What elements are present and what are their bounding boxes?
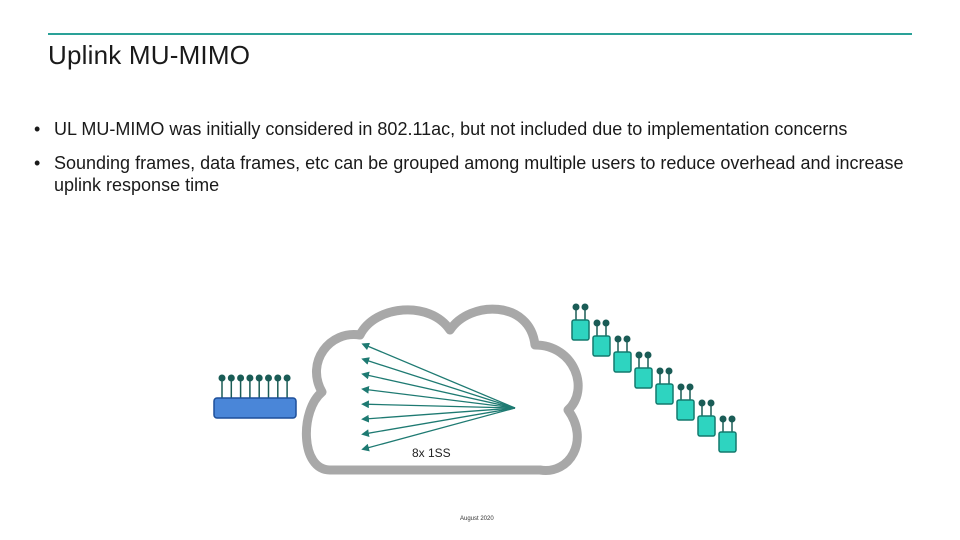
stream-arrow bbox=[361, 342, 516, 409]
slide-title: Uplink MU-MIMO bbox=[48, 40, 251, 70]
stream-count-label: 8x 1SS bbox=[412, 446, 451, 460]
footer-date: August 2020 bbox=[460, 516, 494, 522]
stream-arrows bbox=[361, 342, 516, 452]
access-point-icon bbox=[213, 374, 297, 419]
client-station-icon bbox=[655, 367, 674, 405]
ap-antenna bbox=[255, 374, 263, 398]
client-station-icon bbox=[613, 335, 632, 373]
title-underline bbox=[48, 33, 912, 35]
stream-arrow bbox=[361, 407, 516, 423]
bullet-list: • UL MU-MIMO was initially considered in… bbox=[34, 118, 914, 208]
bullet-item: • Sounding frames, data frames, etc can … bbox=[34, 152, 914, 196]
ap-antenna bbox=[246, 374, 254, 398]
ap-antenna bbox=[283, 374, 291, 398]
stream-arrow bbox=[361, 386, 516, 409]
client-station-icon bbox=[571, 303, 590, 341]
client-station-icon bbox=[592, 319, 611, 357]
bullet-text: UL MU-MIMO was initially considered in 8… bbox=[54, 119, 848, 139]
client-station-icon bbox=[634, 351, 653, 389]
bullet-item: • UL MU-MIMO was initially considered in… bbox=[34, 118, 914, 140]
ap-antenna bbox=[237, 374, 245, 398]
ap-antenna bbox=[274, 374, 282, 398]
stream-arrow bbox=[361, 407, 516, 437]
ap-antenna bbox=[265, 374, 272, 398]
ap-antennas bbox=[218, 374, 291, 398]
bullet-text: Sounding frames, data frames, etc can be… bbox=[54, 153, 904, 195]
bullet-marker: • bbox=[34, 119, 41, 139]
ap-antenna bbox=[218, 374, 226, 398]
client-station-icon bbox=[697, 399, 716, 437]
client-station-icon bbox=[676, 383, 695, 421]
bullet-marker: • bbox=[34, 153, 41, 173]
client-stations bbox=[571, 303, 737, 453]
stream-arrow bbox=[361, 371, 516, 409]
stream-arrow bbox=[361, 400, 516, 409]
ap-antenna bbox=[227, 374, 235, 398]
client-station-icon bbox=[718, 415, 737, 453]
stream-arrow bbox=[361, 407, 516, 452]
stream-arrow bbox=[361, 357, 516, 409]
